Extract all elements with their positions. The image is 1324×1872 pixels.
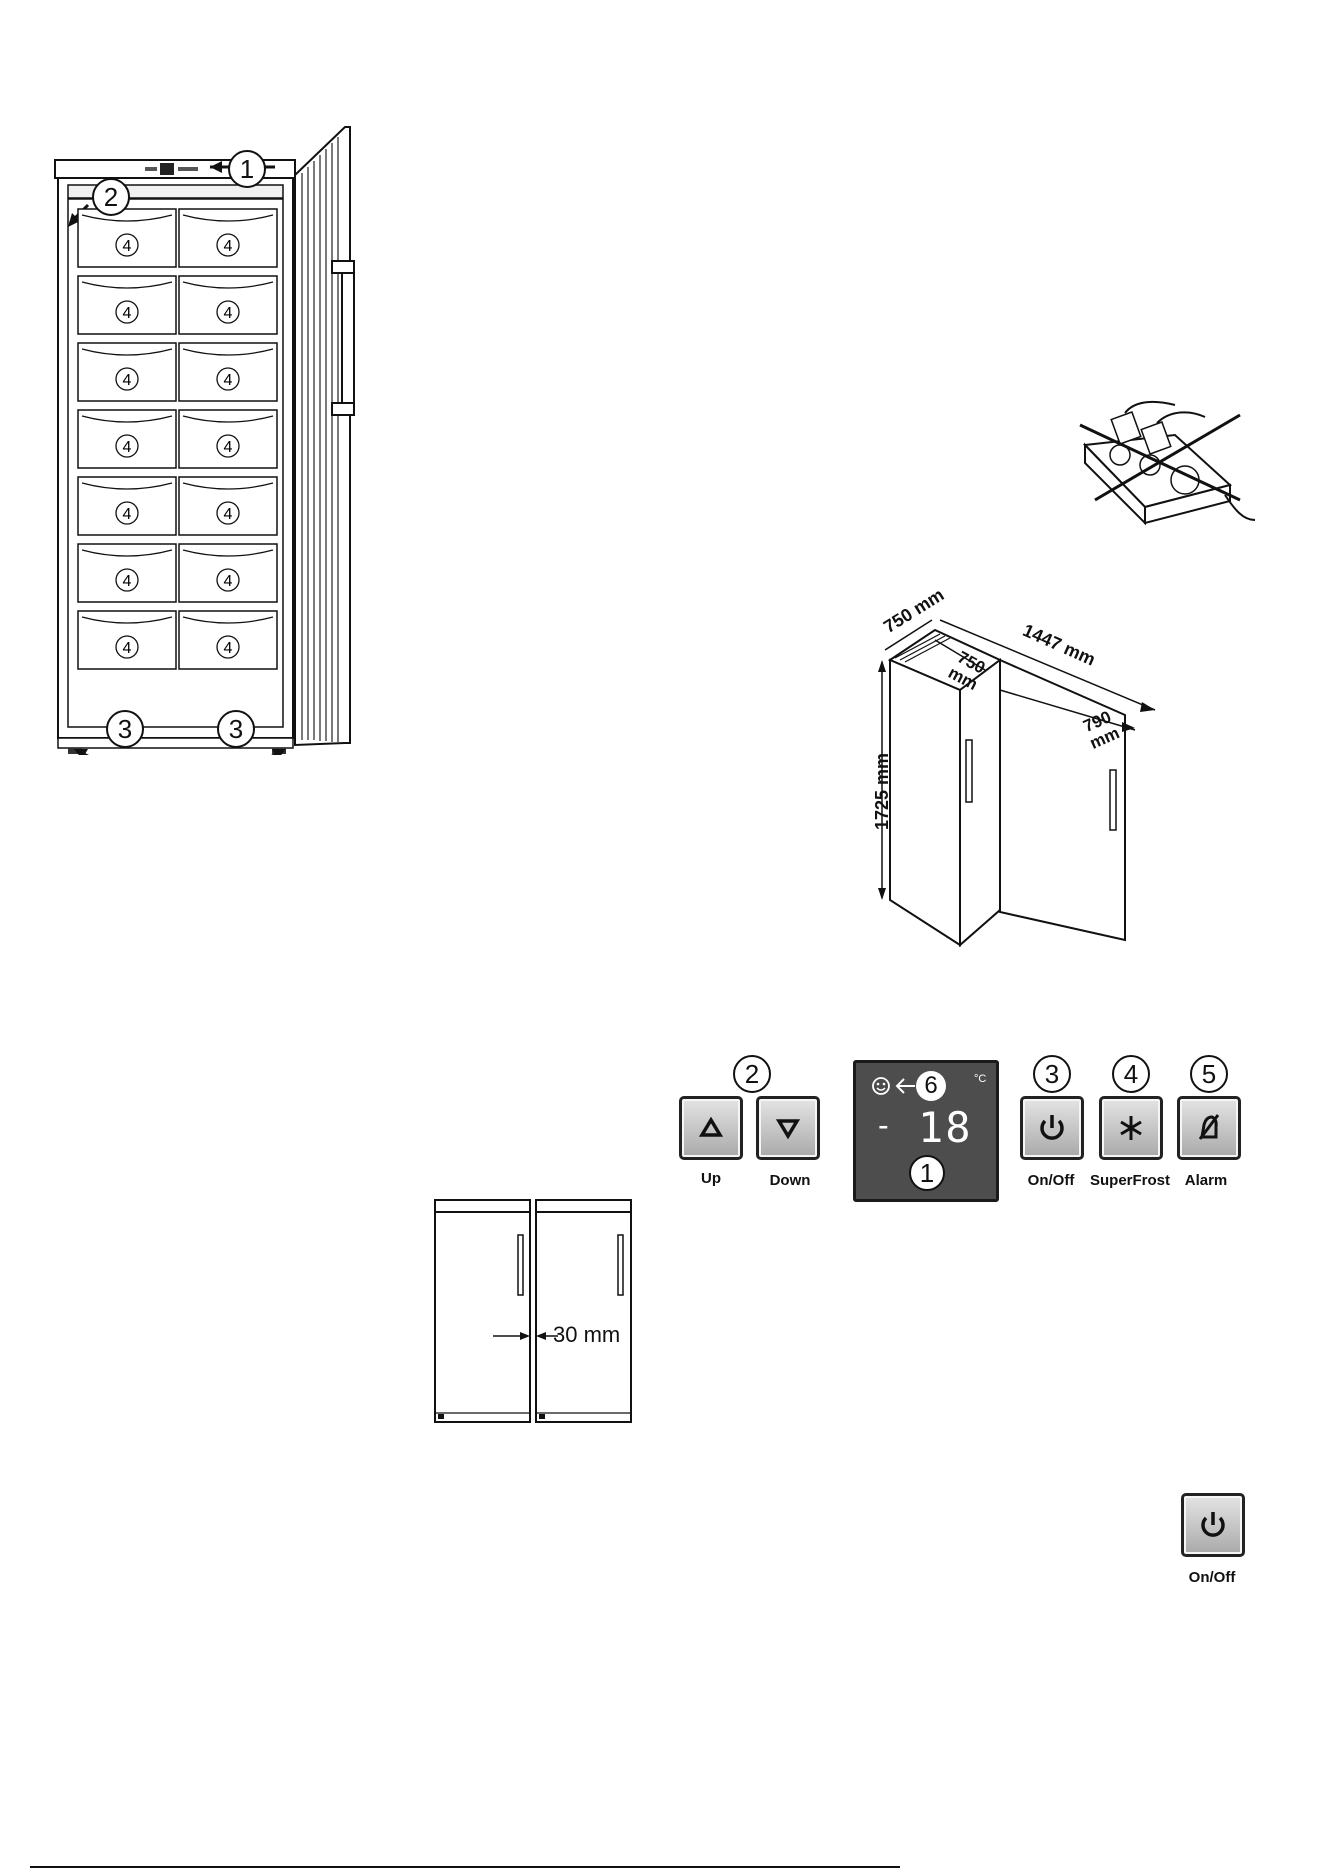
down-button-label: Down bbox=[735, 1172, 845, 1189]
power-icon bbox=[1184, 1496, 1242, 1554]
freezer-drawer: 4 bbox=[78, 209, 176, 267]
dim-height: 1725 mm bbox=[872, 753, 893, 830]
freezer-drawer: 4 bbox=[78, 343, 176, 401]
freezer-drawer: 4 bbox=[179, 611, 277, 669]
drawer-callout: 4 bbox=[224, 439, 233, 456]
footer-rule bbox=[30, 1866, 900, 1868]
side-by-side-gap-label: 30 mm bbox=[553, 1322, 620, 1348]
alarm-button-label: Alarm bbox=[1151, 1172, 1261, 1189]
freezer-drawer: 4 bbox=[78, 410, 176, 468]
freezer-drawer: 4 bbox=[179, 276, 277, 334]
callout-foot-right: 3 bbox=[217, 710, 255, 748]
smiley-icon bbox=[870, 1075, 892, 1097]
side-by-side-illustration bbox=[430, 1195, 640, 1430]
callout-onoff: 3 bbox=[1033, 1055, 1071, 1093]
freezer-drawer: 4 bbox=[179, 343, 277, 401]
up-button[interactable] bbox=[679, 1096, 743, 1160]
freezer-drawer: 4 bbox=[78, 544, 176, 602]
freezer-drawer: 4 bbox=[78, 611, 176, 669]
bell-off-icon bbox=[1180, 1099, 1238, 1157]
drawer-callout: 4 bbox=[123, 305, 132, 322]
onoff-standalone-label: On/Off bbox=[1157, 1569, 1267, 1586]
display-unit: °C bbox=[974, 1073, 986, 1085]
callout-display: 1 bbox=[228, 150, 266, 188]
down-button[interactable] bbox=[756, 1096, 820, 1160]
freezer-drawer: 4 bbox=[179, 209, 277, 267]
display-value: 18 bbox=[918, 1103, 973, 1152]
superfrost-button[interactable] bbox=[1099, 1096, 1163, 1160]
power-icon bbox=[1023, 1099, 1081, 1157]
callout-top-vent: 2 bbox=[92, 178, 130, 216]
triangle-down-icon bbox=[759, 1099, 817, 1157]
display-minus: - bbox=[878, 1107, 889, 1144]
drawer-callout: 4 bbox=[123, 439, 132, 456]
drawer-callout: 4 bbox=[224, 573, 233, 590]
indicator-arrow-icon bbox=[894, 1077, 916, 1095]
drawer-callout: 4 bbox=[123, 640, 132, 657]
callout-indicator: 6 bbox=[916, 1071, 946, 1101]
snowflake-icon bbox=[1102, 1099, 1160, 1157]
freezer-drawer: 4 bbox=[179, 544, 277, 602]
drawer-callout: 4 bbox=[224, 305, 233, 322]
freezer-drawer: 4 bbox=[78, 276, 176, 334]
freezer-drawer: 4 bbox=[78, 477, 176, 535]
dimensions-illustration bbox=[870, 600, 1170, 950]
drawer-callout: 4 bbox=[123, 372, 132, 389]
onoff-standalone-button[interactable] bbox=[1181, 1493, 1245, 1557]
drawer-callout: 4 bbox=[123, 506, 132, 523]
power-strip-crossed-illustration bbox=[1065, 395, 1255, 530]
triangle-up-icon bbox=[682, 1099, 740, 1157]
drawer-grid: 4 4 4 4 4 4 4 4 4 4 4 4 4 4 bbox=[76, 207, 286, 682]
drawer-callout: 4 bbox=[224, 372, 233, 389]
callout-foot-left: 3 bbox=[106, 710, 144, 748]
freezer-drawer: 4 bbox=[179, 477, 277, 535]
drawer-callout: 4 bbox=[224, 506, 233, 523]
callout-up-down: 2 bbox=[733, 1055, 771, 1093]
drawer-callout: 4 bbox=[224, 238, 233, 255]
drawer-callout: 4 bbox=[123, 238, 132, 255]
callout-alarm: 5 bbox=[1190, 1055, 1228, 1093]
drawer-callout: 4 bbox=[224, 640, 233, 657]
alarm-button[interactable] bbox=[1177, 1096, 1241, 1160]
freezer-drawer: 4 bbox=[179, 410, 277, 468]
callout-superfrost: 4 bbox=[1112, 1055, 1150, 1093]
onoff-button[interactable] bbox=[1020, 1096, 1084, 1160]
drawer-callout: 4 bbox=[123, 573, 132, 590]
temperature-display: 6 °C - 18 1 bbox=[853, 1060, 999, 1202]
callout-display-panel: 1 bbox=[909, 1155, 945, 1191]
